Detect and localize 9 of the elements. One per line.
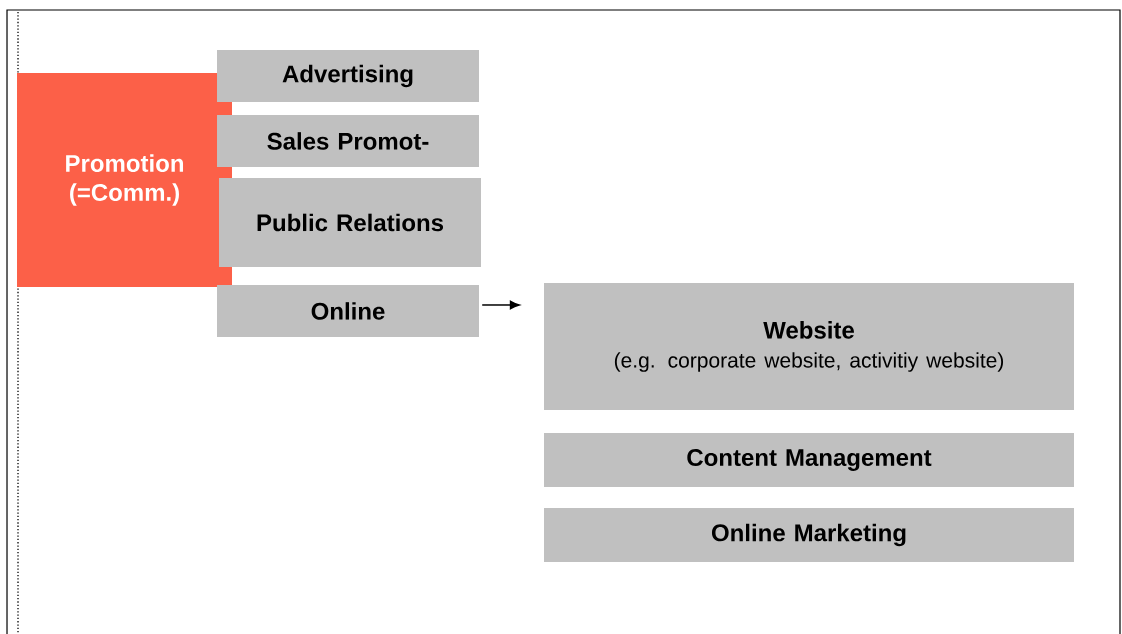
category-box: Website (e.g. corporate website, activitiy website) bbox=[544, 283, 1074, 410]
promotion-box: Promotion (=Comm.) bbox=[17, 73, 232, 287]
category-box: Sales Promot- bbox=[217, 115, 479, 167]
category-box: Advertising bbox=[217, 50, 479, 102]
category-box: Online bbox=[217, 285, 479, 337]
category-box: Online Marketing bbox=[544, 508, 1074, 562]
category-box: Content Management bbox=[544, 433, 1074, 487]
arrow bbox=[481, 300, 520, 310]
category-box: Public Relations bbox=[219, 178, 481, 267]
